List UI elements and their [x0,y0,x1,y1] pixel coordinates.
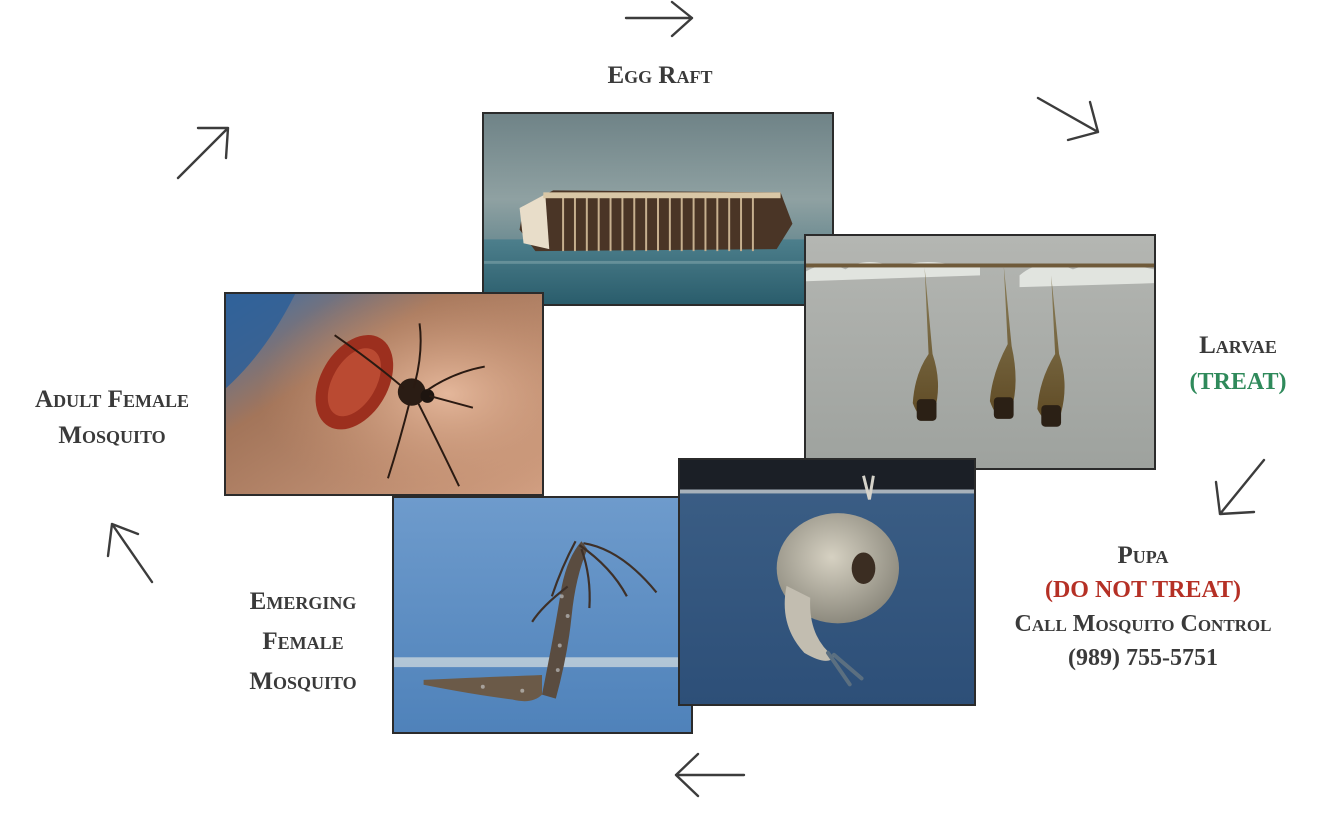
emerging-female-mosquito-label: Emerging Female Mosquito [218,582,388,702]
egg-raft-photo [482,112,834,306]
arrow-up-right-icon [174,122,234,182]
arrow-up-left-icon [104,516,156,586]
emerging-female-mosquito-photo [392,496,693,734]
emerging-line-2: Female [218,622,388,662]
arrow-down-left-icon [1212,456,1270,520]
adult-female-mosquito-photo [224,292,544,496]
arrow-left-icon [670,750,750,798]
arrow-down-right-icon [1034,94,1104,146]
pupa-photo [678,458,976,706]
emerging-line-1: Emerging [218,582,388,622]
adult-line-2: Mosquito [0,418,224,454]
mosquito-control-phone: (989) 755-5751 [968,643,1318,673]
larvae-photo [804,234,1156,470]
adult-female-mosquito-label: Adult Female Mosquito [0,382,224,455]
arrow-right-icon [620,0,700,40]
egg-raft-label: Egg Raft [560,60,760,91]
pupa-label: Pupa (DO NOT TREAT) Call Mosquito Contro… [968,540,1318,673]
do-not-treat-note: (DO NOT TREAT) [968,575,1318,605]
emerging-line-3: Mosquito [218,662,388,702]
pupa-title: Pupa [968,540,1318,571]
egg-raft-title: Egg Raft [560,60,760,91]
adult-line-1: Adult Female [0,382,224,418]
call-mosquito-control-text: Call Mosquito Control [968,609,1318,639]
treat-note: (TREAT) [1158,367,1318,397]
larvae-title: Larvae [1158,330,1318,361]
larvae-label: Larvae (TREAT) [1158,330,1318,397]
